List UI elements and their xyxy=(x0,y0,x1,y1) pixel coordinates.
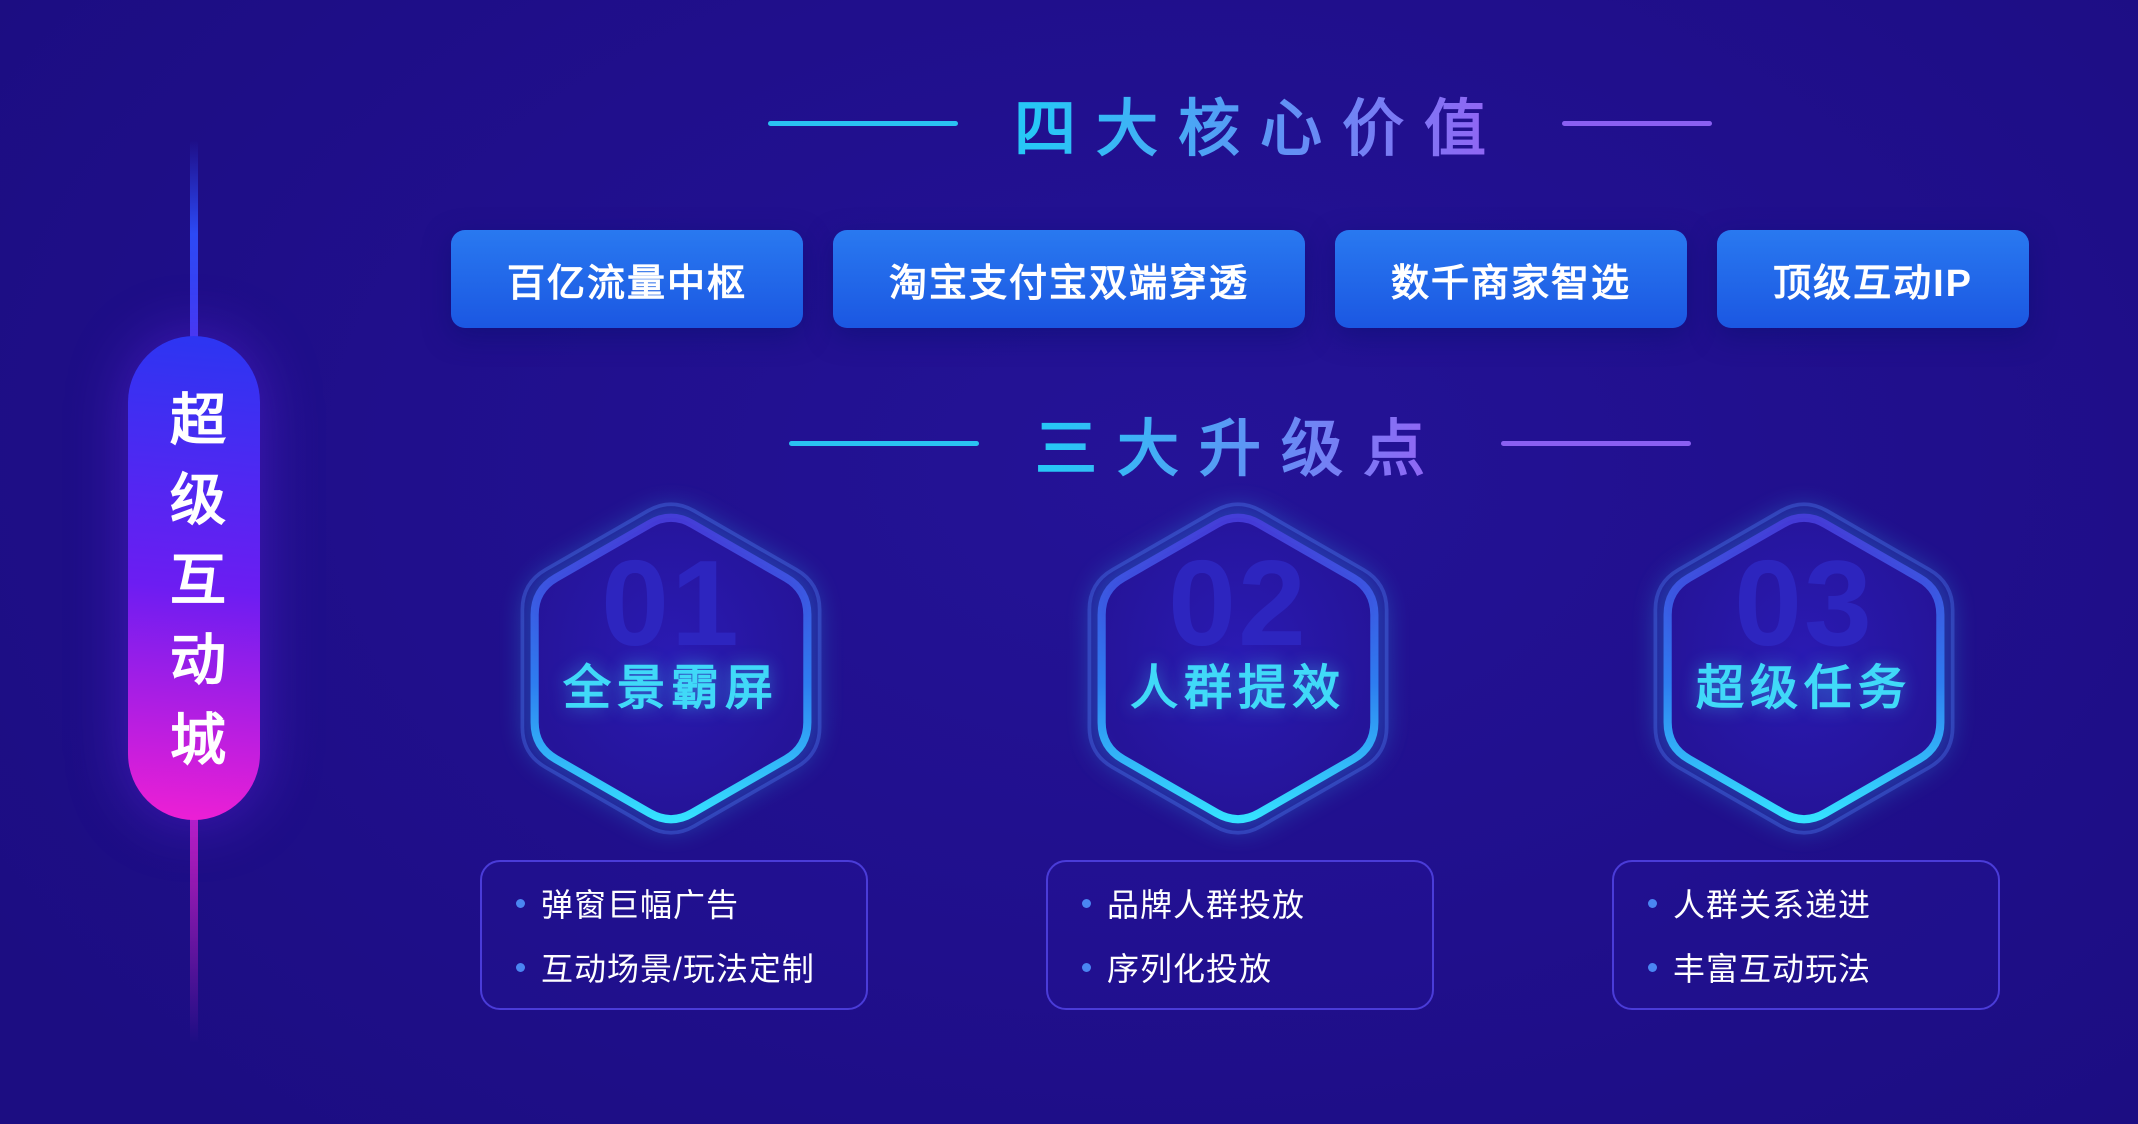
value-tag-label: 顶级互动IP xyxy=(1773,262,1973,305)
list-item: 人群关系递进 xyxy=(1648,880,1982,926)
list-item: 互动场景/玩法定制 xyxy=(516,944,850,990)
list-item: 丰富互动玩法 xyxy=(1648,944,1982,990)
bullet-text: 弹窗巨幅广告 xyxy=(541,887,740,923)
upgrade-card-title: 超级任务 xyxy=(1695,662,1912,715)
bullet-text: 人群关系递进 xyxy=(1673,887,1872,923)
bullet-text: 品牌人群投放 xyxy=(1107,887,1306,923)
bullet-dot-icon xyxy=(516,898,525,908)
upgrade-card-2-hexagon: 02 人群提效 xyxy=(1087,498,1389,839)
value-tag-label: 淘宝支付宝双端穿透 xyxy=(889,262,1250,305)
bullet-dot-icon xyxy=(1648,898,1657,908)
upgrade-card-1-hexagon: 01 全景霸屏 xyxy=(520,498,822,839)
upgrade-card-3-details: 人群关系递进 丰富互动玩法 xyxy=(1612,860,2000,1010)
bullet-dot-icon xyxy=(516,962,525,972)
section-values-heading: 四大核心价值 xyxy=(400,78,2080,168)
upgrade-card-number: 02 xyxy=(1168,535,1308,671)
value-tag-label: 百亿流量中枢 xyxy=(507,262,748,305)
upgrade-card-3-hexagon: 03 超级任务 xyxy=(1653,498,1955,839)
upgrade-card-1-details: 弹窗巨幅广告 互动场景/玩法定制 xyxy=(480,860,868,1010)
section-upgrades-title: 三大升级点 xyxy=(1035,398,1445,488)
value-tag-dual-platform: 淘宝支付宝双端穿透 xyxy=(833,230,1306,328)
value-tag-traffic-hub: 百亿流量中枢 xyxy=(451,230,804,328)
bullet-text: 丰富互动玩法 xyxy=(1673,951,1872,987)
upgrade-card-2-details: 品牌人群投放 序列化投放 xyxy=(1046,860,1434,1010)
upgrade-card-number: 03 xyxy=(1734,535,1874,671)
list-item: 序列化投放 xyxy=(1082,944,1416,990)
bullet-text: 互动场景/玩法定制 xyxy=(541,951,815,987)
side-banner-label: 超级互动城 xyxy=(162,390,226,790)
hexagon-icon xyxy=(1087,502,1389,835)
bullet-dot-icon xyxy=(1082,962,1091,972)
bullet-dot-icon xyxy=(1082,898,1091,908)
list-item: 弹窗巨幅广告 xyxy=(516,880,850,926)
list-item: 品牌人群投放 xyxy=(1082,880,1416,926)
hexagon-icon xyxy=(520,502,822,835)
upgrade-card-title: 人群提效 xyxy=(1129,662,1346,715)
upgrade-card-number: 01 xyxy=(601,535,741,671)
value-tags-row: 百亿流量中枢 淘宝支付宝双端穿透 数千商家智选 顶级互动IP xyxy=(400,230,2080,328)
side-banner: 超级互动城 xyxy=(128,336,260,820)
section-values-title: 四大核心价值 xyxy=(1014,78,1506,168)
value-tag-top-ip: 顶级互动IP xyxy=(1717,230,2029,328)
hexagon-icon xyxy=(1653,502,1955,835)
heading-left-line xyxy=(767,120,958,126)
value-tag-merchant-select: 数千商家智选 xyxy=(1335,230,1688,328)
bullet-dot-icon xyxy=(1648,962,1657,972)
heading-right-line xyxy=(1501,440,1691,446)
upgrade-card-title: 全景霸屏 xyxy=(562,662,779,715)
heading-right-line xyxy=(1562,120,1712,126)
section-upgrades-heading: 三大升级点 xyxy=(400,398,2080,488)
bullet-text: 序列化投放 xyxy=(1107,951,1273,987)
value-tag-label: 数千商家智选 xyxy=(1391,262,1632,305)
heading-left-line xyxy=(788,440,979,446)
